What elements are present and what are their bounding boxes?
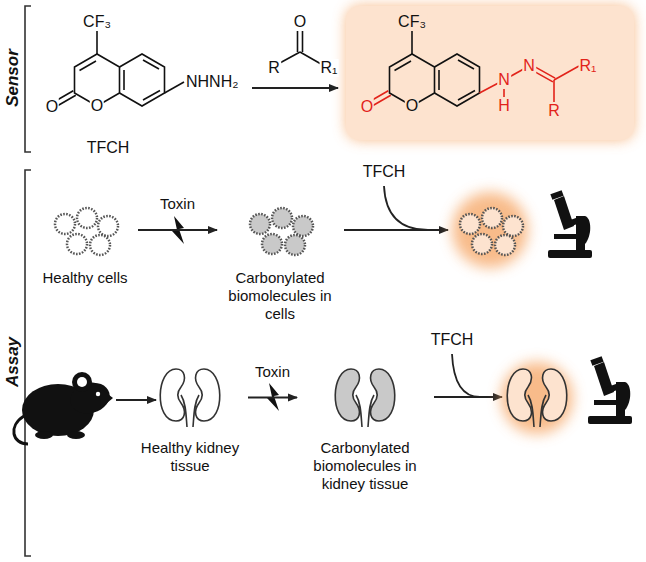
cell-glow — [452, 192, 528, 268]
process-arrow — [248, 397, 297, 399]
probe-merge-line — [452, 354, 480, 397]
step-caption: Healthy kidney tissue — [135, 439, 245, 475]
section-bracket — [25, 170, 31, 556]
process-arrow — [138, 229, 217, 231]
atom-label: CF₃ — [82, 13, 112, 31]
atom-label: CF₃ — [397, 13, 427, 31]
hydrazone-structure — [366, 31, 579, 108]
atom-label: R₁ — [320, 59, 339, 77]
dissect-arrow — [116, 399, 156, 401]
product-glow — [346, 6, 634, 140]
labelled-kidney — [507, 369, 567, 427]
carbonylated-kidney — [335, 369, 395, 427]
compound-name: TFCH — [86, 139, 131, 157]
kidney-glow — [501, 362, 573, 434]
microscope-icon — [588, 356, 632, 424]
atom-label: O — [405, 97, 419, 115]
atom-label: O — [90, 97, 104, 115]
atom-label: N — [522, 57, 536, 75]
illustrated-step: Carbonylated biomolecules in kidney tiss… — [300, 360, 430, 493]
probe-arrow — [344, 229, 448, 231]
arrow-label: Toxin — [253, 364, 292, 381]
step-caption: Carbonylated biomolecules in cells — [220, 269, 340, 323]
arrow-label: Toxin — [158, 196, 197, 213]
ketone-structure — [278, 30, 321, 64]
labelled-cells — [460, 208, 523, 255]
atom-label: O — [45, 98, 59, 116]
atom-label: R — [267, 59, 281, 77]
healthy-kidney — [160, 369, 220, 427]
probe-label: TFCH — [362, 163, 407, 181]
tfch-structure — [51, 31, 184, 108]
section-bracket — [25, 6, 31, 152]
microscope-icon — [548, 190, 592, 258]
reaction-arrow — [252, 87, 338, 89]
illustrated-step: Healthy kidney tissue — [135, 360, 245, 475]
carbonylated-cells — [250, 208, 313, 255]
atom-label: H — [497, 97, 511, 115]
section-label: Sensor — [3, 48, 22, 108]
probe-label: TFCH — [430, 331, 475, 349]
section-label: Assay — [3, 336, 22, 388]
probe-merge-line — [384, 186, 428, 230]
atom-label: R₁ — [579, 57, 598, 75]
atom-label: O — [293, 13, 307, 31]
illustrated-step: Healthy cells — [35, 195, 135, 287]
atom-label: R — [547, 102, 561, 120]
step-caption: Healthy cells — [35, 269, 135, 287]
step-caption: Carbonylated biomolecules in kidney tiss… — [300, 439, 430, 493]
atom-label: N — [497, 71, 511, 89]
product-box — [346, 6, 634, 140]
atom-label: NHNH₂ — [185, 73, 239, 91]
illustrated-step: Carbonylated biomolecules in cells — [220, 195, 340, 323]
probe-arrow — [434, 396, 502, 398]
atom-label: O — [360, 98, 374, 116]
healthy-cells — [55, 208, 118, 255]
mouse-silhouette — [14, 372, 113, 444]
